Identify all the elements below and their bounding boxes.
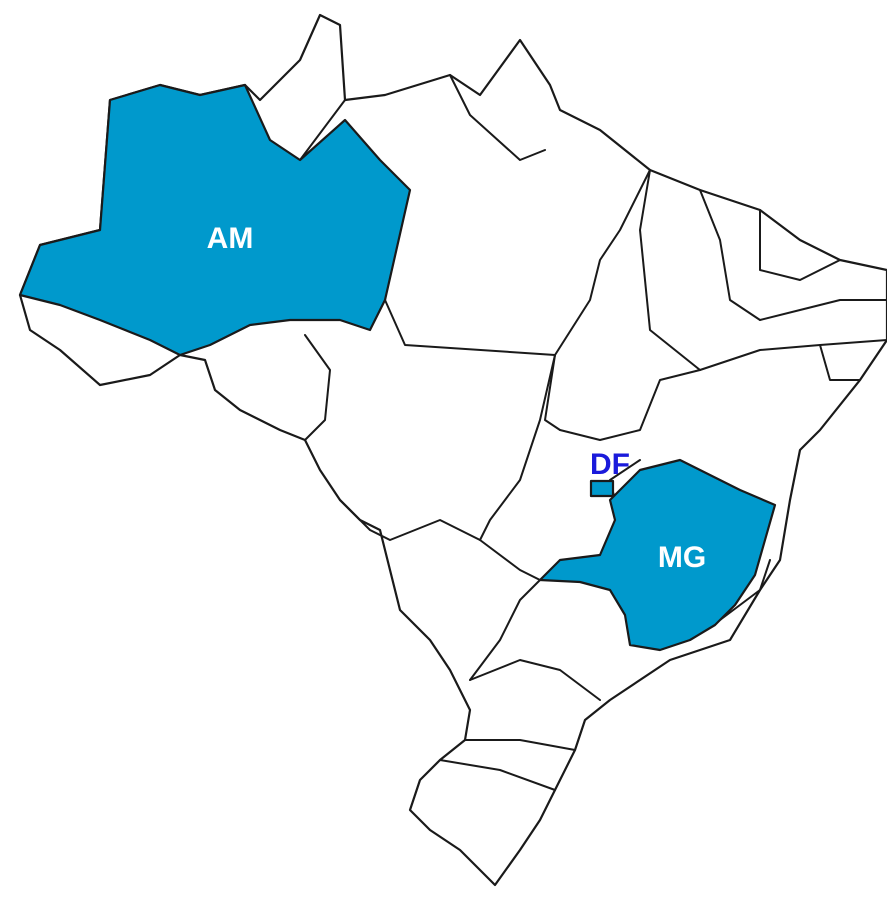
border-sc-rs xyxy=(439,759,556,791)
border-roraima-para xyxy=(299,99,346,161)
border-mt-goias xyxy=(479,354,556,541)
state-distrito-federal xyxy=(589,479,615,498)
border-maranhao-piaui xyxy=(639,169,701,371)
border-tocantins-goias xyxy=(544,354,561,431)
border-pe-al xyxy=(699,339,887,371)
border-ceara-rn xyxy=(759,209,841,281)
border-pb-pe xyxy=(759,299,887,321)
border-bahia-goias xyxy=(559,369,701,441)
state-minas-gerais xyxy=(538,458,777,652)
state-amazonas xyxy=(18,83,412,357)
label-df: DF xyxy=(590,448,630,481)
border-para-tocantins xyxy=(554,169,651,356)
border-rj-es xyxy=(719,559,771,621)
border-bahia-se xyxy=(819,344,861,381)
border-ro-mt xyxy=(304,334,331,441)
border-mt-ms xyxy=(339,499,541,581)
border-ms-sp xyxy=(469,579,541,681)
border-sp-pr xyxy=(469,659,601,701)
border-pr-sc xyxy=(464,739,576,751)
label-mg: MG xyxy=(658,541,706,574)
border-piaui-ceara xyxy=(699,189,761,321)
label-am: AM xyxy=(207,222,254,255)
border-amapa xyxy=(449,74,546,161)
